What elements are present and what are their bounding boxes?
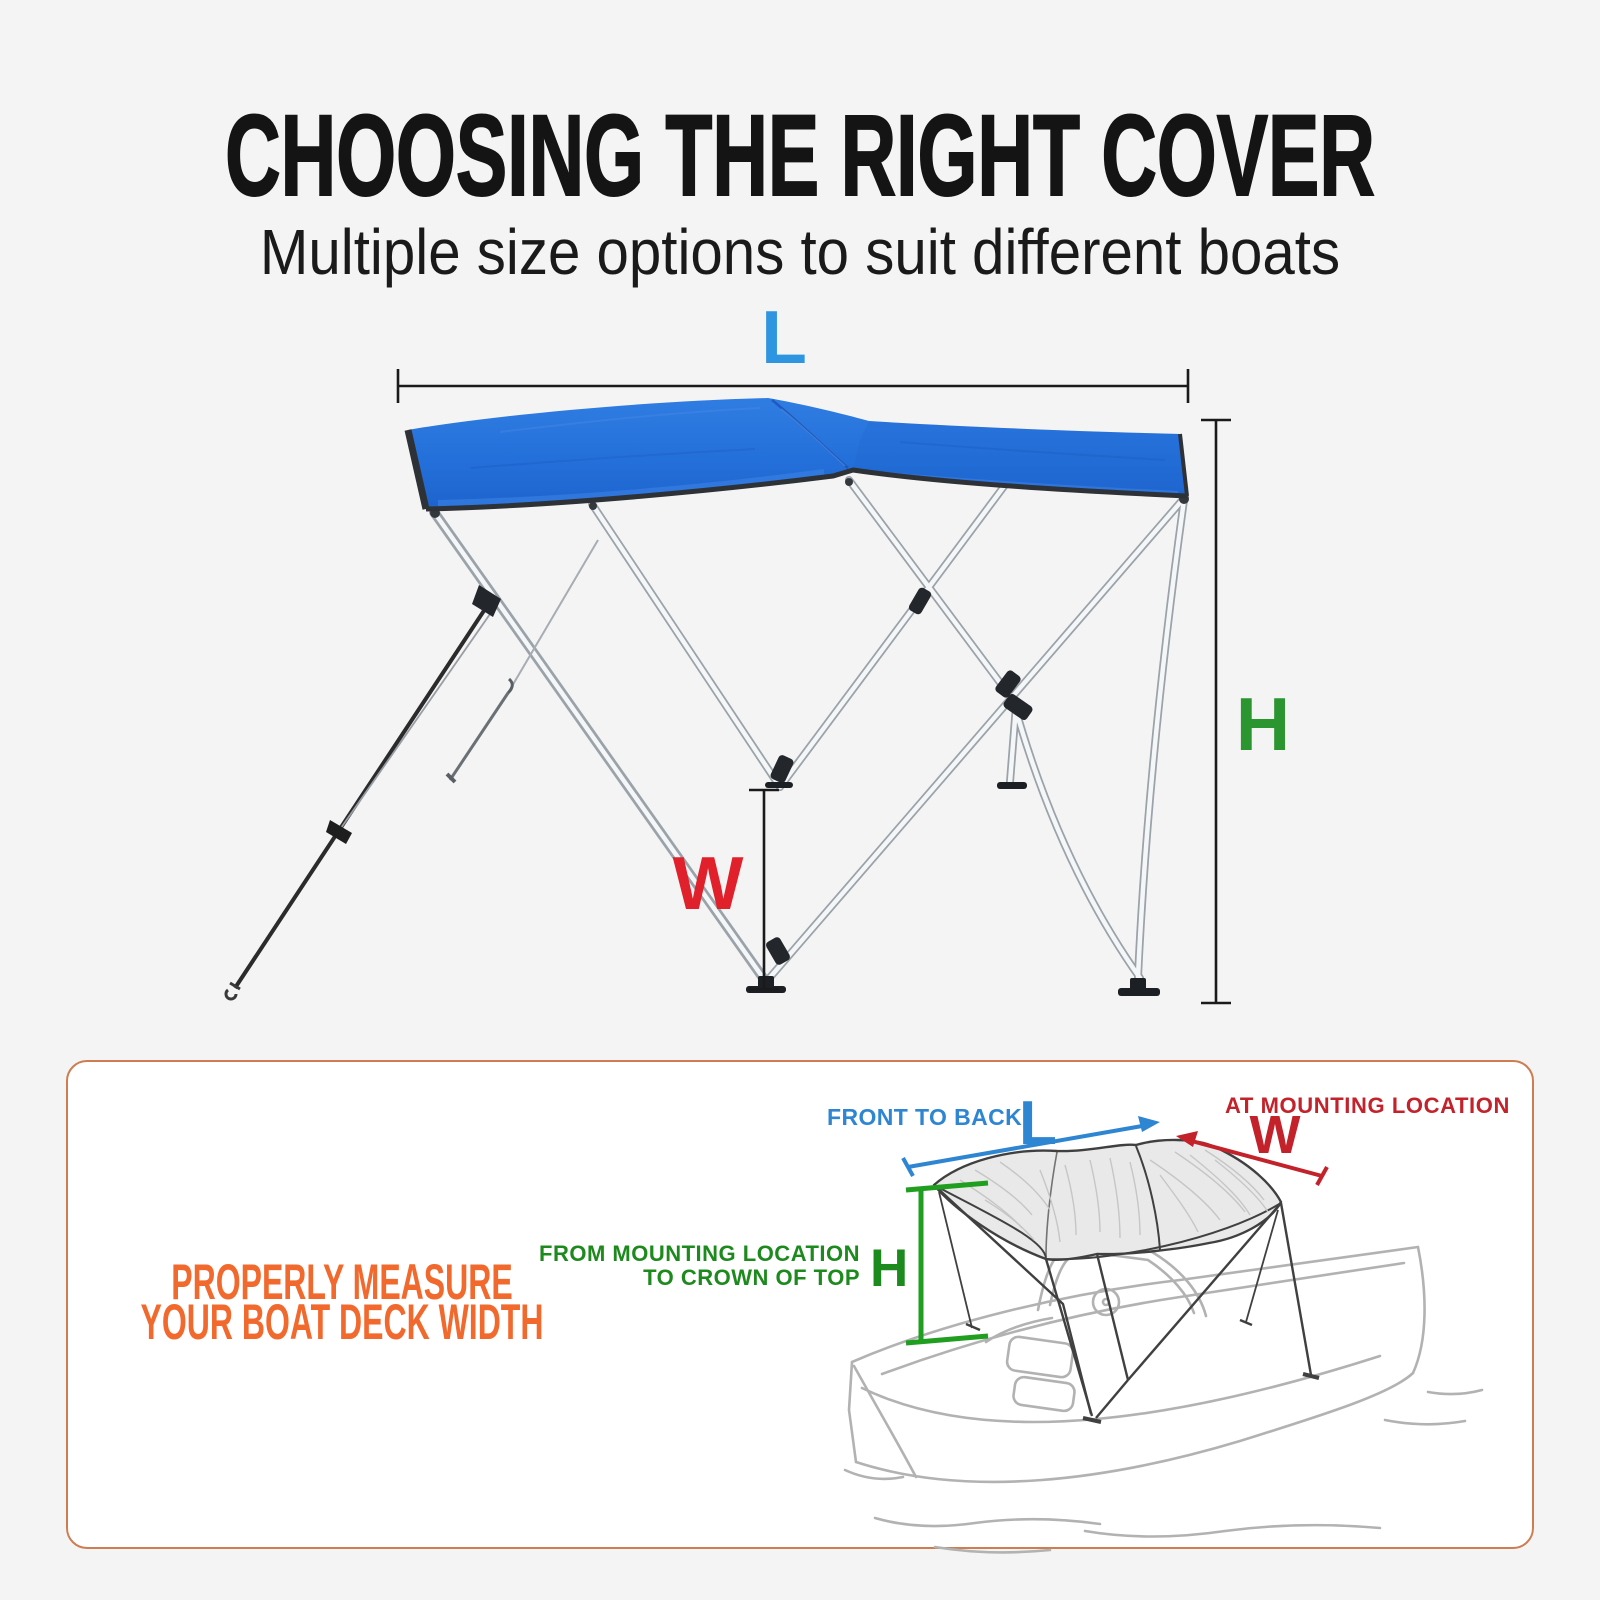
svg-text:H: H	[1236, 682, 1290, 766]
svg-text:H: H	[870, 1239, 908, 1298]
svg-text:FRONT TO BACK: FRONT TO BACK	[827, 1104, 1022, 1130]
svg-text:W: W	[673, 841, 744, 925]
svg-text:FROM MOUNTING LOCATION: FROM MOUNTING LOCATION	[539, 1241, 860, 1266]
svg-text:W: W	[1250, 1105, 1301, 1165]
svg-text:AT MOUNTING LOCATION: AT MOUNTING LOCATION	[1225, 1093, 1510, 1118]
svg-text:TO CROWN OF TOP: TO CROWN OF TOP	[643, 1265, 860, 1290]
svg-text:L: L	[761, 295, 807, 379]
